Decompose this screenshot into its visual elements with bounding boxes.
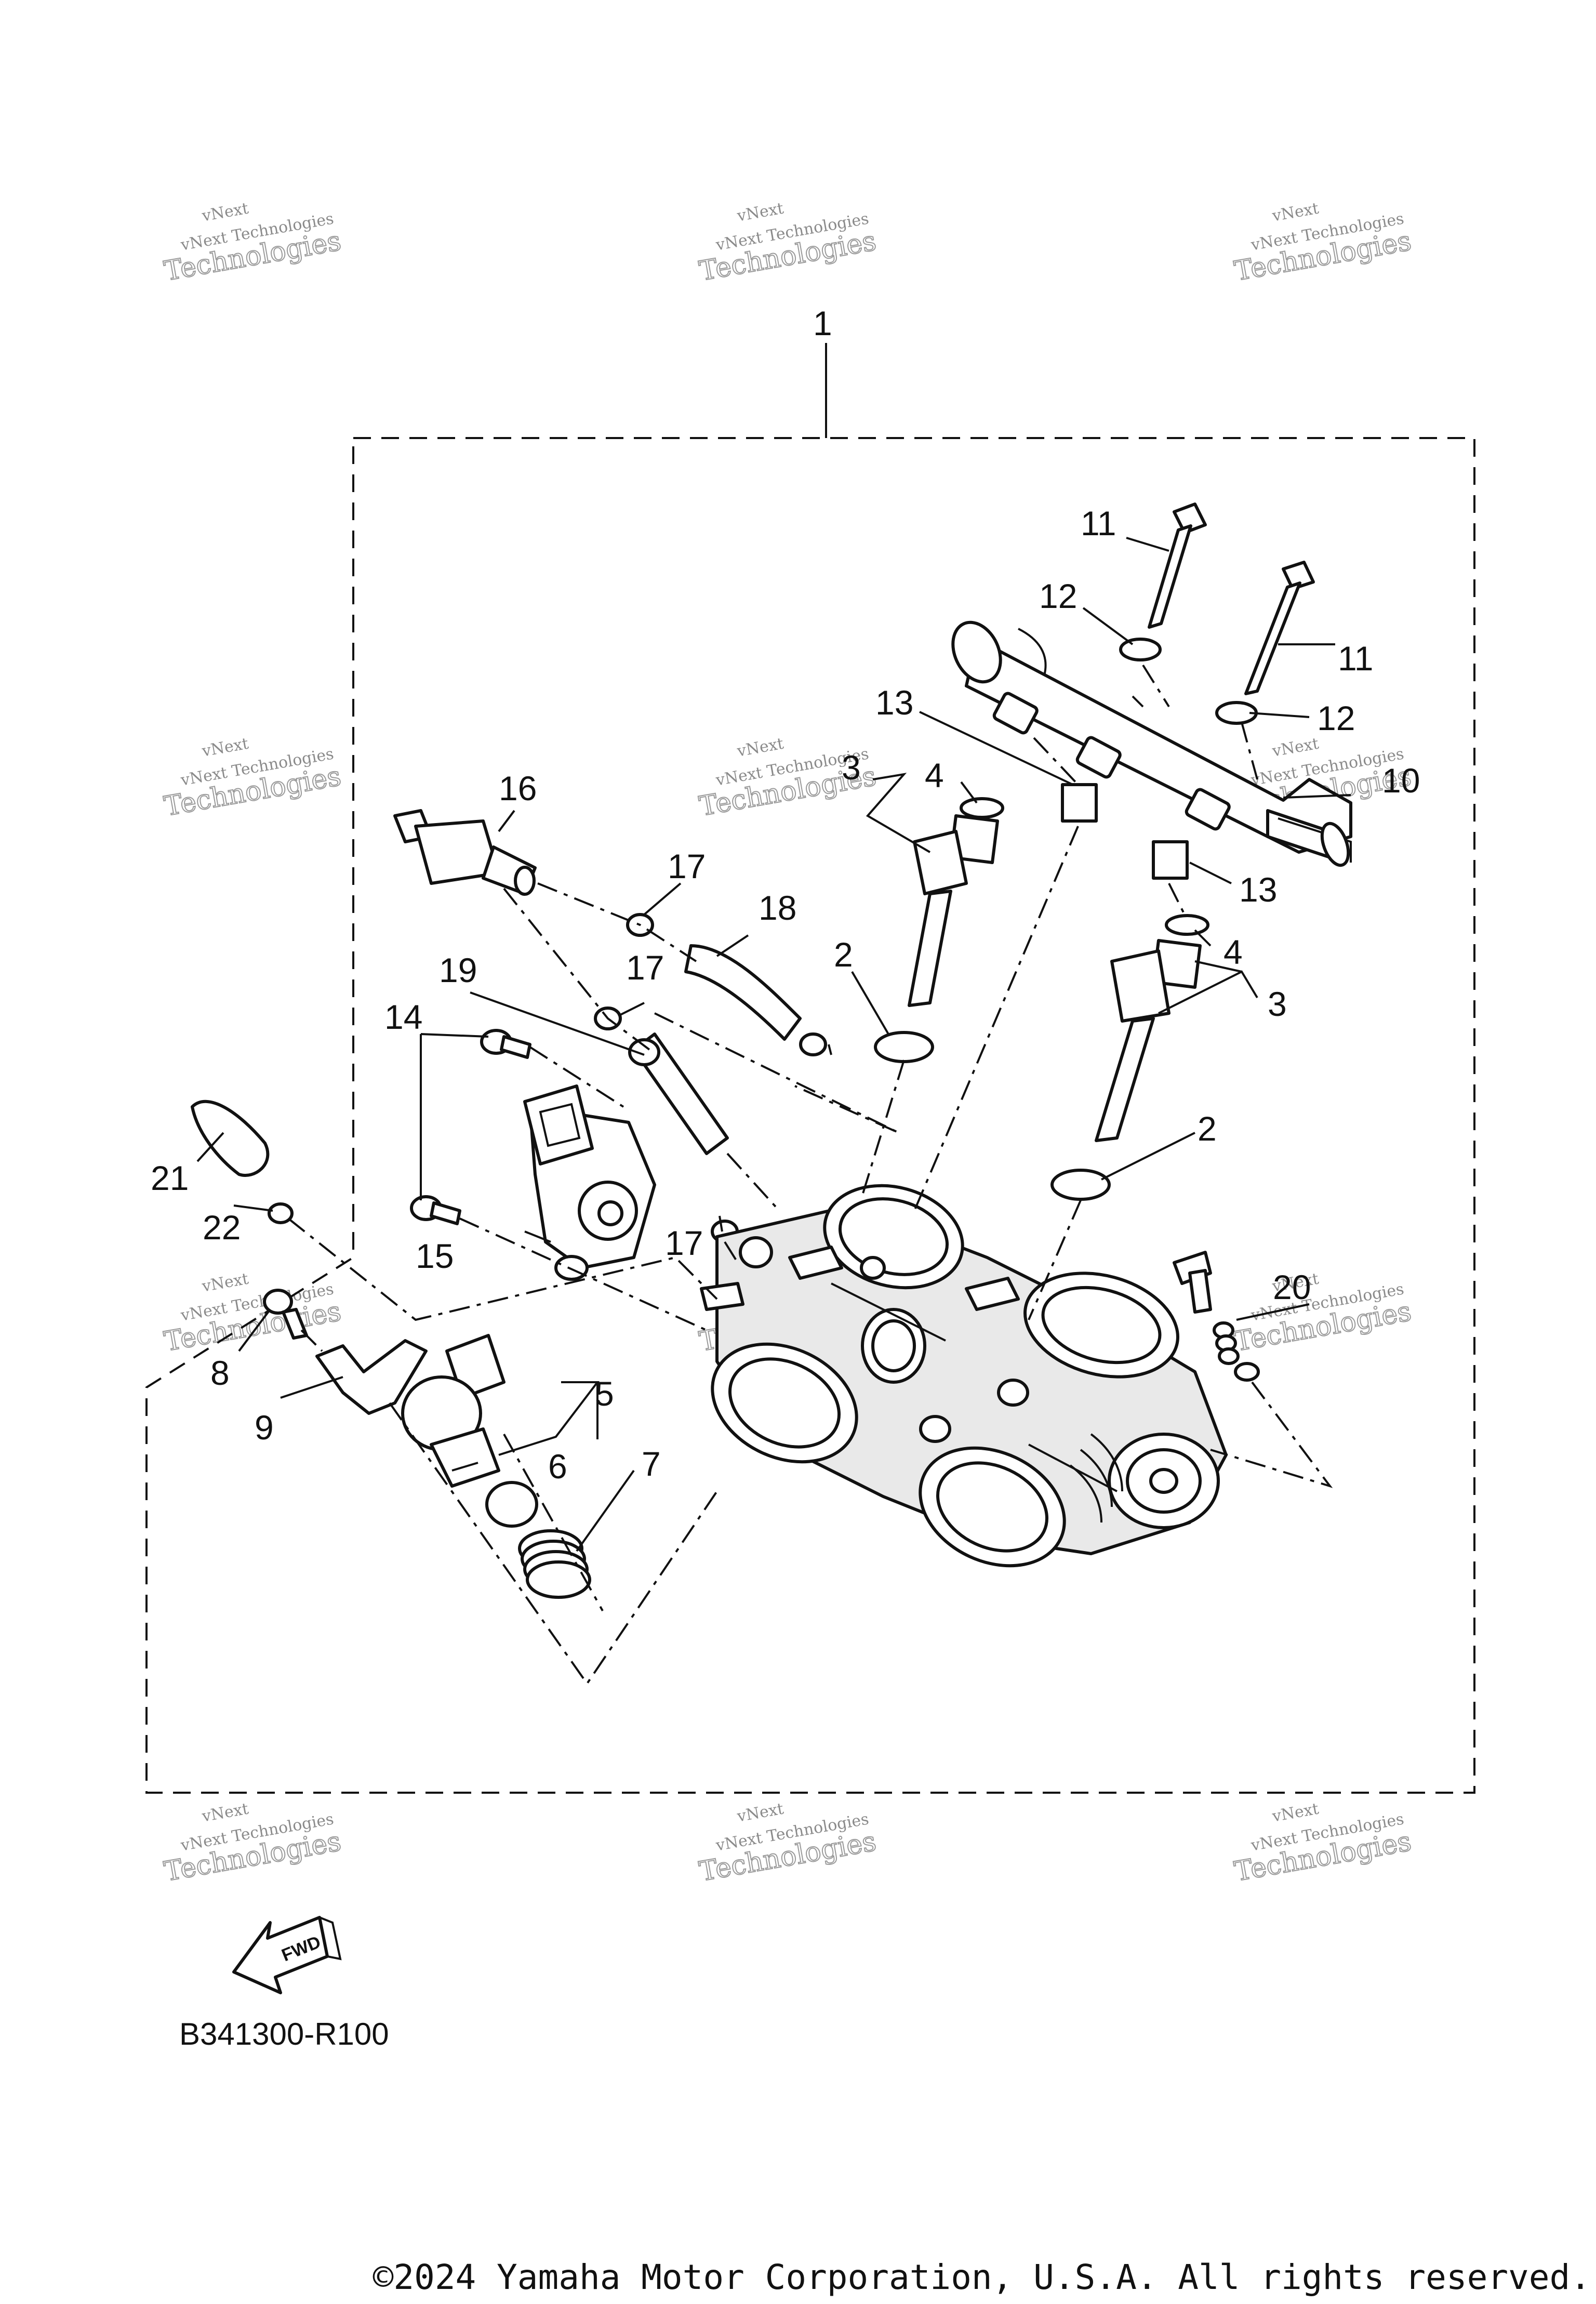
callout-18: 18 [759, 889, 796, 927]
callout-11: 11 [1338, 639, 1374, 678]
callout-12: 12 [1039, 577, 1077, 615]
watermark: vNext vNext Technologies Technologies [1232, 1270, 1414, 1358]
callout-16: 16 [499, 769, 537, 807]
callout-3: 3 [1268, 985, 1287, 1023]
svg-text:vNext: vNext [735, 200, 785, 226]
callout-22: 22 [203, 1208, 241, 1247]
callout-9: 9 [255, 1408, 274, 1447]
sensor-15 [523, 1084, 656, 1281]
callout-2: 2 [1198, 1109, 1217, 1148]
callout-7: 7 [642, 1445, 661, 1483]
callout-19: 19 [439, 951, 477, 989]
screw-8 [263, 1289, 308, 1340]
diagram-code: B341300-R100 [179, 2017, 389, 2051]
watermark: vNext vNext Technologies Technologies [162, 1270, 344, 1358]
sensor-5 [401, 1334, 506, 1488]
svg-text:vNext: vNext [1270, 200, 1320, 226]
watermark: vNext vNext Technologies Technologies [697, 200, 879, 288]
bolt-11-upper [1148, 502, 1207, 629]
bolt-11-lower [1244, 561, 1315, 695]
tube-19 [628, 1032, 729, 1155]
hose-18 [684, 944, 802, 1041]
injector-3-right [1050, 914, 1209, 1201]
callout-17: 17 [626, 948, 664, 987]
screw-20 [1173, 1251, 1260, 1382]
callout-5: 5 [595, 1374, 614, 1413]
o-ring-4-left [960, 797, 1004, 819]
bracket-9 [315, 1339, 428, 1415]
callout-12: 12 [1317, 699, 1355, 737]
leader-lines [196, 537, 1351, 1552]
svg-text:vNext: vNext [200, 200, 250, 226]
svg-text:vNext: vNext [735, 735, 785, 761]
svg-text:vNext: vNext [1270, 735, 1320, 761]
callout-17: 17 [668, 847, 706, 885]
callout-11: 11 [1081, 504, 1116, 542]
watermark: vNext vNext Technologies Technologies [162, 735, 344, 823]
watermark: vNext vNext Technologies Technologies [162, 200, 344, 288]
fwd-arrow-icon: FWD [232, 1916, 342, 1994]
seal-2-left [874, 1031, 934, 1063]
copyright-notice: ©2024 Yamaha Motor Corporation, U.S.A. A… [373, 2257, 1591, 2297]
callout-10: 10 [1382, 761, 1420, 800]
callout-4: 4 [1223, 933, 1243, 971]
injector-3-left [874, 797, 1004, 1063]
spring-7 [518, 1529, 591, 1599]
reference-lines [287, 664, 1333, 1686]
svg-text:vNext: vNext [200, 1800, 250, 1826]
callout-20: 20 [1273, 1268, 1311, 1306]
collar-13-lower [1152, 840, 1189, 880]
screw-14-lower [410, 1195, 461, 1225]
callout-13: 13 [1239, 870, 1277, 909]
clamp-22 [268, 1202, 294, 1224]
svg-text:vNext: vNext [200, 1270, 250, 1296]
callout-13: 13 [875, 683, 913, 722]
callout-17: 17 [665, 1224, 703, 1262]
cap-21 [191, 1100, 270, 1177]
svg-text:vNext: vNext [735, 1800, 785, 1826]
callout-14: 14 [384, 998, 422, 1036]
callouts: 1 2 2 3 3 4 4 5 6 7 8 9 10 11 11 12 12 1… [151, 304, 1420, 1486]
clamp-17-c [799, 1032, 827, 1056]
svg-text:vNext: vNext [200, 735, 250, 761]
o-ring-4-right [1165, 914, 1209, 936]
callout-6: 6 [548, 1447, 567, 1486]
watermark: vNext vNext Technologies Technologies [1232, 200, 1414, 288]
callout-4: 4 [925, 756, 944, 795]
o-ring-6 [485, 1481, 538, 1528]
joint-pipe-16 [393, 809, 537, 896]
callout-15: 15 [416, 1237, 454, 1275]
seal-2-right [1050, 1169, 1111, 1201]
callout-8: 8 [210, 1354, 230, 1392]
screw-14-upper [480, 1029, 531, 1059]
callout-1: 1 [813, 304, 832, 342]
washer-12-upper [1119, 638, 1162, 661]
watermark: vNext vNext Technologies Technologies [162, 1800, 344, 1888]
watermark: vNext vNext Technologies Technologies [697, 1800, 879, 1888]
callout-21: 21 [151, 1159, 189, 1197]
callout-2: 2 [834, 935, 853, 974]
callout-3: 3 [842, 748, 861, 787]
collar-13-upper [1061, 783, 1098, 823]
svg-text:vNext: vNext [1270, 1800, 1320, 1826]
throttle-body [700, 1184, 1228, 1568]
assembly-boundary [145, 437, 1475, 1794]
watermark: vNext vNext Technologies Technologies [1232, 1800, 1414, 1888]
fuel-rail [951, 620, 1352, 867]
